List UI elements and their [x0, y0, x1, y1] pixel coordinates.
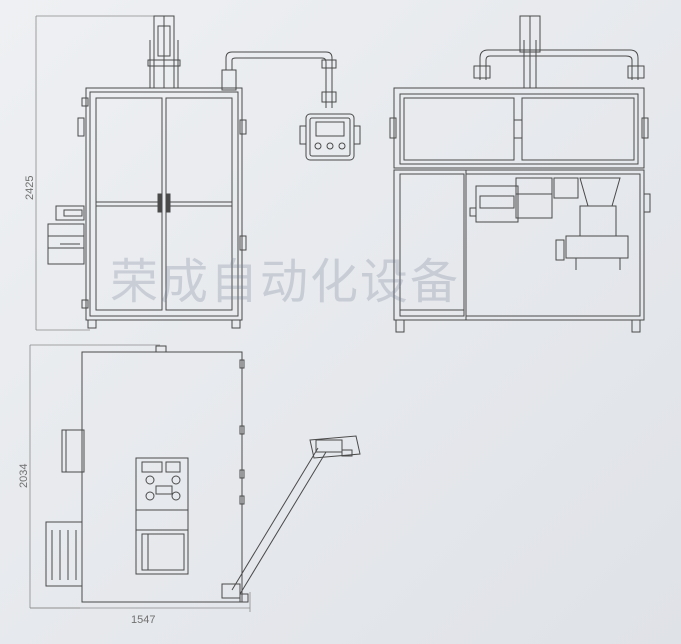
top-feeder-lower — [45, 521, 83, 587]
watermark: 荣成自动化设备 — [110, 254, 460, 310]
top-mechanism — [135, 457, 189, 575]
top-dimensions — [29, 344, 251, 612]
dimension-label-top-depth: 2034 — [18, 464, 30, 488]
front-view — [35, 15, 361, 331]
side-conveyor — [47, 205, 85, 265]
internal-mechanism — [469, 177, 629, 270]
lower-cabinet — [393, 169, 645, 321]
control-arm — [221, 51, 337, 108]
side-view — [389, 15, 651, 333]
dimension-label-front-height: 2425 — [24, 176, 36, 200]
top-feeder-upper — [61, 429, 85, 473]
dimension-label-top-width: 1547 — [131, 614, 155, 626]
front-cabinet-frame — [85, 87, 243, 321]
top-view — [29, 344, 361, 612]
side-mast — [473, 15, 645, 88]
upper-cabinet — [393, 87, 645, 169]
control-panel — [299, 113, 361, 161]
top-control-arm — [221, 435, 361, 603]
front-height-dimension — [35, 15, 160, 331]
